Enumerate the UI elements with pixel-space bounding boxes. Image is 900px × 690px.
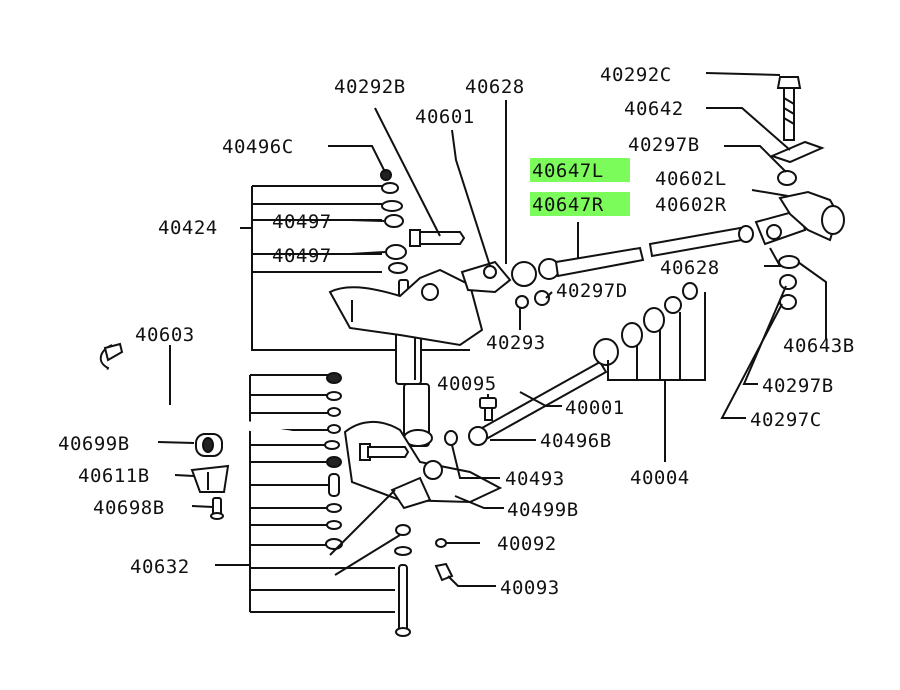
label-40496B: 40496B [540,430,612,452]
label-40643B: 40643B [783,335,855,357]
label-40497-b: 40497 [272,245,332,267]
label-40628-right: 40628 [660,257,720,279]
label-40496C: 40496C [222,136,294,158]
label-40698B: 40698B [93,497,165,519]
bracket-40632 [215,374,395,613]
label-40004: 40004 [630,467,690,489]
label-40293: 40293 [486,332,546,354]
bracket-40424-parts [380,169,408,274]
bolt-40698B [210,497,224,520]
label-40632: 40632 [130,556,190,578]
bolt-40292C [776,76,802,141]
label-40647L: 40647L [532,160,604,182]
highlight-40647L [530,158,630,182]
stabilizer-bar [80,342,295,440]
label-40499B: 40499B [507,499,579,521]
bolt-lower [359,443,410,461]
label-40628-top: 40628 [465,76,525,98]
label-40602R: 40602R [655,194,727,216]
tie-rod-assembly [460,208,807,294]
label-40297C-right: 40297C [750,409,822,431]
label-40297D: 40297D [556,280,628,302]
bolt-40095 [479,397,497,421]
bracket-40632-parts [324,372,412,637]
label-40095: 40095 [437,373,497,395]
highlight-40647R [530,192,630,216]
leader-lines [157,72,827,587]
part-labels: 40292C 40292B 40628 40601 40642 40496C 4… [58,64,855,599]
label-40493: 40493 [505,468,565,490]
label-40297B-right: 40297B [762,375,834,397]
label-40602L: 40602L [655,168,727,190]
parts-40092-40093 [434,538,462,582]
label-40642: 40642 [624,98,684,120]
label-40093: 40093 [500,577,560,599]
nuts-washers [515,255,800,310]
clamp-40611B [190,464,230,493]
spring-seat-plate [343,421,503,510]
bracket-40004 [607,292,706,462]
plate-40642 [769,140,825,164]
label-40092: 40092 [497,533,557,555]
bushing-40699B [195,433,223,457]
bolt-40292B [409,229,466,247]
knuckle-arm [777,170,845,242]
label-40647R: 40647R [532,194,604,216]
label-40424: 40424 [158,217,218,239]
label-40497-a: 40497 [272,211,332,233]
label-40292B: 40292B [334,76,406,98]
label-40601: 40601 [415,106,475,128]
label-40297B-top: 40297B [628,134,700,156]
label-40611B: 40611B [78,465,150,487]
label-40001: 40001 [565,397,625,419]
label-40603: 40603 [135,324,195,346]
label-40699B: 40699B [58,433,130,455]
upper-mount-bracket [328,268,484,347]
label-40292C: 40292C [600,64,672,86]
track-rod-40001 [444,282,698,446]
